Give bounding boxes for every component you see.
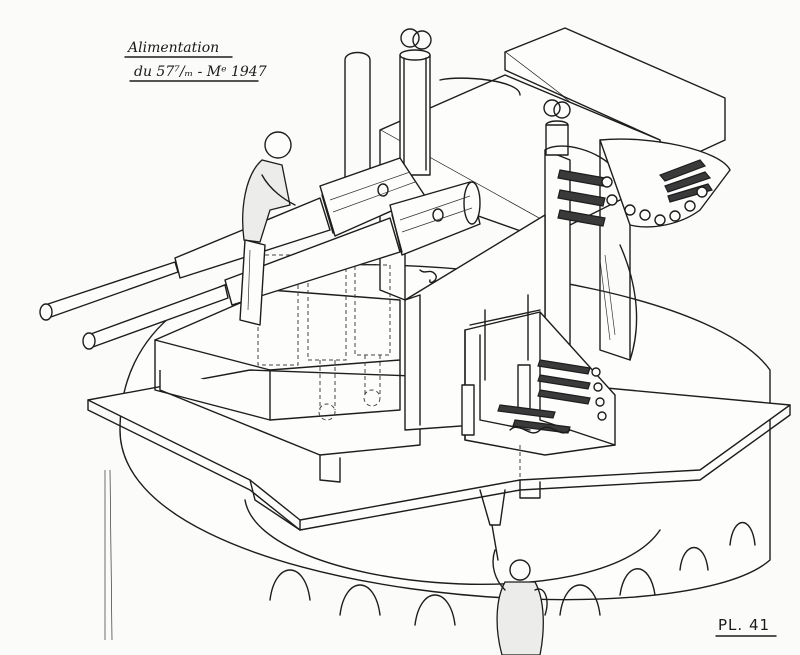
gunner-figure [239, 131, 296, 326]
sailor-figure [479, 489, 548, 655]
caption-line-1: Alimentation [126, 40, 219, 56]
plate-label: PL. 41 [715, 616, 777, 637]
loading-tray [461, 294, 616, 480]
caption-line-2: du 57⁷/ₘ - Mᵉ 1947 [134, 64, 267, 80]
caption: Alimentation du 57⁷/ₘ - Mᵉ 1947 [124, 40, 267, 82]
gun-barrel-lower [82, 181, 481, 350]
shell-rack [557, 138, 731, 361]
hoist-trunk-left [399, 28, 432, 176]
plate-number: PL. 41 [718, 616, 770, 634]
